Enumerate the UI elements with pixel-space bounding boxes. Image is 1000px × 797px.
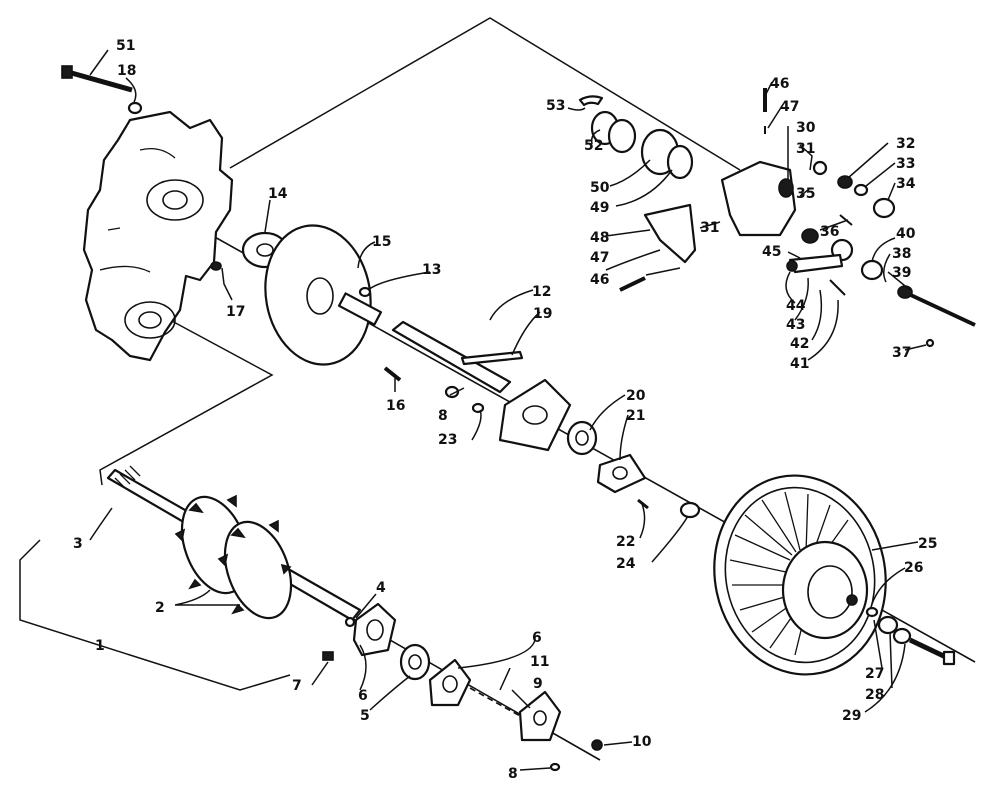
washer [127,101,143,115]
chaincase-housing [82,110,234,362]
callout-10: 10 [632,734,652,750]
callout-47b: 47 [590,250,609,266]
callout-22: 22 [616,534,635,550]
callout-13: 13 [422,262,441,278]
brake-disc-assembly [210,224,402,382]
callout-43: 43 [786,317,805,333]
callout-3: 3 [73,536,83,552]
callout-52: 52 [584,138,603,154]
callout-46b: 46 [590,272,609,288]
callout-31b: 31 [700,220,719,236]
callout-39: 39 [892,265,911,281]
callout-16: 16 [386,398,405,414]
brake-caliper-assembly [578,88,976,348]
callout-33: 33 [896,156,915,172]
callout-labels: 1 2 3 4 5 6 6 7 8 8 9 10 11 12 13 14 15 … [73,38,937,782]
callout-40: 40 [896,226,916,242]
sprocket [217,519,293,620]
callout-31a: 31 [796,141,815,157]
callout-19: 19 [533,306,552,322]
callout-37: 37 [892,345,911,361]
callout-9: 9 [533,676,543,692]
leader-lines [89,49,927,771]
callout-46a: 46 [770,76,789,92]
driven-clutch [713,474,956,676]
bearing-housing [498,378,701,519]
callout-4: 4 [376,580,386,596]
callout-11: 11 [530,654,549,670]
callout-48: 48 [590,230,609,246]
callout-38: 38 [892,246,911,262]
callout-34: 34 [896,176,916,192]
drive-shaft-assembly [106,465,362,628]
callout-28: 28 [865,687,884,703]
callout-26: 26 [904,560,923,576]
callout-1: 1 [95,638,105,654]
callout-35: 35 [796,186,815,202]
callout-42: 42 [790,336,809,352]
callout-45: 45 [762,244,781,260]
jackshaft [391,320,524,414]
callout-18: 18 [117,63,136,79]
callout-44: 44 [786,298,806,314]
callout-47a: 47 [780,99,799,115]
callout-20: 20 [626,388,646,404]
callout-30: 30 [796,120,816,136]
callout-32: 32 [896,136,915,152]
callout-53: 53 [546,98,565,114]
callout-14: 14 [268,186,288,202]
callout-6b: 6 [358,688,368,704]
callout-23: 23 [438,432,457,448]
callout-2: 2 [155,600,165,616]
callout-8a: 8 [438,408,448,424]
callout-15: 15 [372,234,391,250]
callout-24: 24 [616,556,636,572]
callout-17: 17 [226,304,245,320]
callout-5: 5 [360,708,370,724]
callout-36: 36 [820,224,839,240]
assembly-connector-lines [19,17,741,691]
callout-41: 41 [790,356,809,372]
long-bolt [61,65,133,93]
callout-6a: 6 [532,630,542,646]
callout-25: 25 [918,536,937,552]
lower-bearing-assembly [322,602,603,772]
callout-12: 12 [532,284,551,300]
callout-51: 51 [116,38,135,54]
callout-29: 29 [842,708,861,724]
callout-7: 7 [292,678,302,694]
callout-50: 50 [590,180,610,196]
callout-8b: 8 [508,766,518,782]
callout-21: 21 [626,408,645,424]
callout-27: 27 [865,666,884,682]
callout-49: 49 [590,200,609,216]
